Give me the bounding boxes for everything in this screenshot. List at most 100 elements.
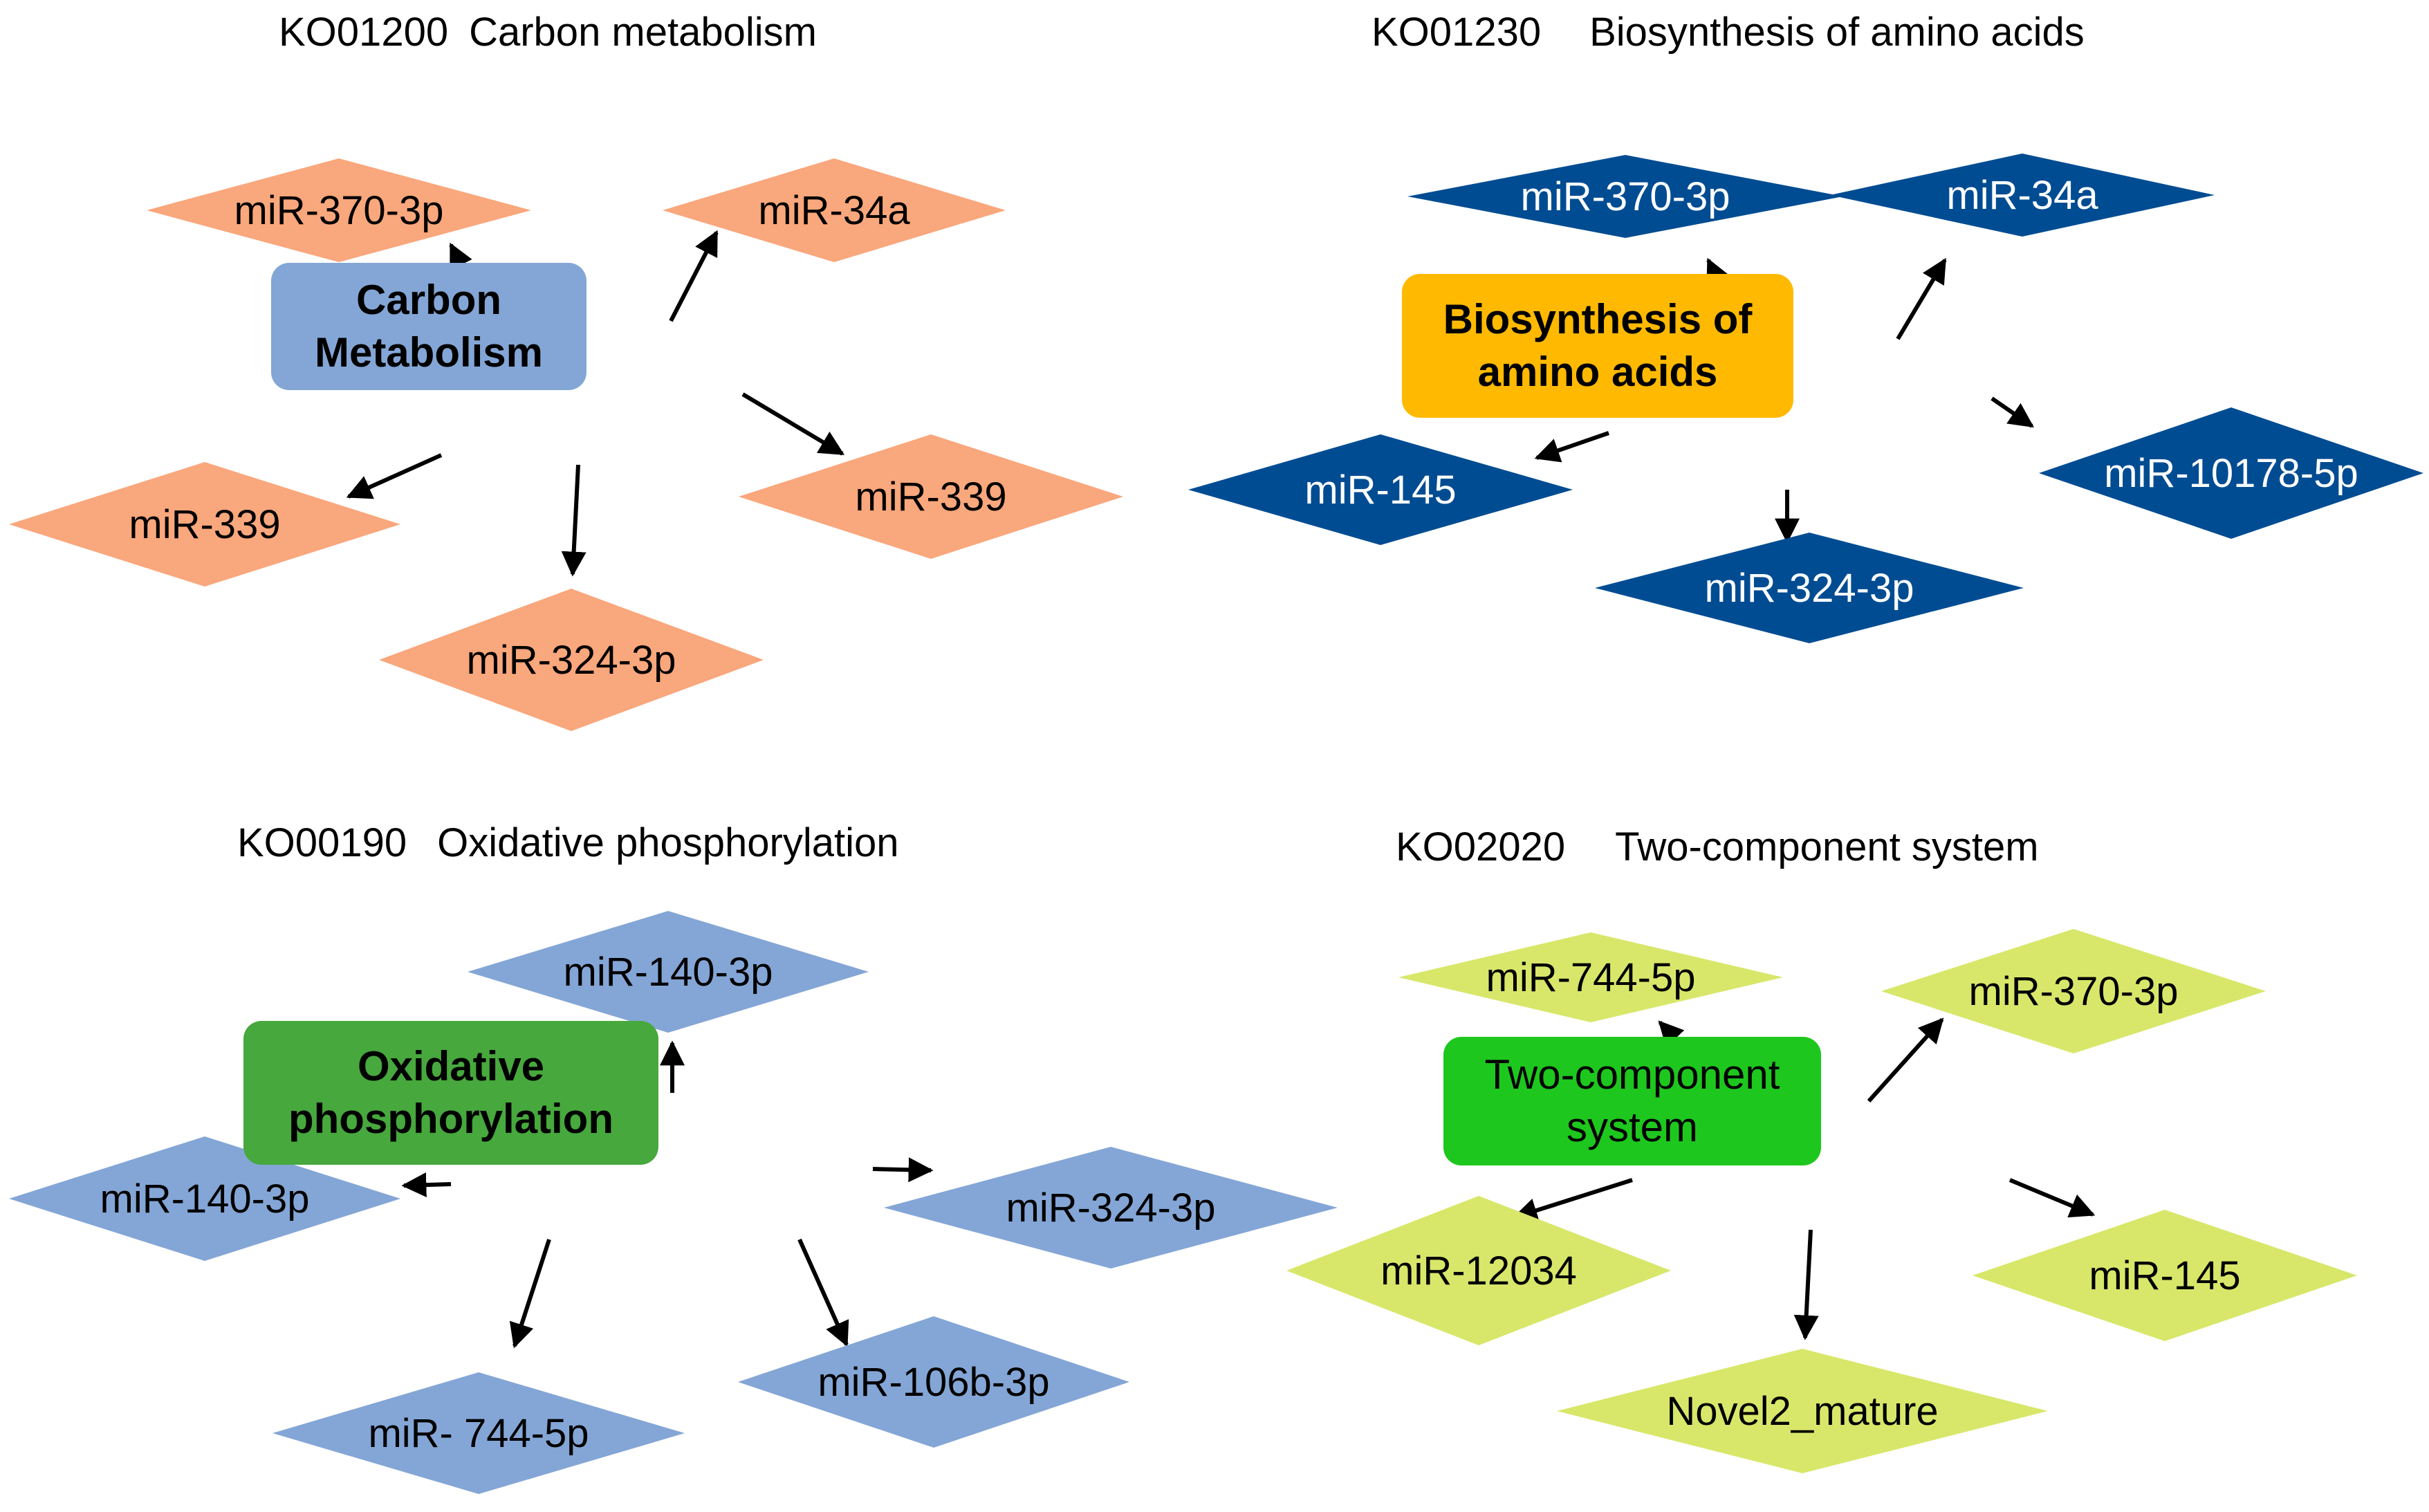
mirna-node-label: miR-324-3p: [467, 638, 676, 683]
pathway-center-box: [271, 263, 587, 390]
edge-arrow: [1793, 1229, 1819, 1340]
pathway-center-label: Carbon: [356, 277, 501, 323]
mirna-node: miR-370-3p: [147, 158, 531, 262]
panel-title: KO01200 Carbon metabolism: [279, 10, 817, 55]
edge-arrow: [1867, 1017, 1944, 1103]
edge-arrow: [797, 1238, 849, 1347]
mirna-node-label: miR-339: [855, 474, 1006, 519]
mirna-node-shape: [2039, 407, 2423, 539]
mirna-node-shape: [273, 1372, 685, 1494]
mirna-node: miR-140-3p: [9, 1136, 400, 1261]
mirna-node-shape: [1973, 1210, 2357, 1341]
pathway-center-label: amino acids: [1478, 349, 1718, 395]
mirna-node-label: miR-370-3p: [234, 188, 444, 233]
mirna-node-shape: [468, 911, 869, 1033]
mirna-node: miR-339: [9, 462, 400, 587]
mirna-node: miR-744-5p: [1398, 932, 1783, 1022]
pathway-code: KO02020: [1396, 824, 1565, 869]
mirna-node: miR-145: [1973, 1210, 2357, 1341]
mirna-node-label: miR-10178-5p: [2104, 451, 2358, 496]
mirna-node-label: miR-145: [1304, 468, 1456, 513]
edge-arrow: [2008, 1178, 2096, 1218]
mirna-node-label: Novel2_mature: [1666, 1389, 1938, 1434]
pathway-center-label: Biosynthesis of: [1443, 296, 1753, 342]
pathway-center-node: Oxidative phosphorylation: [243, 1021, 658, 1165]
mirna-node: miR-34a: [663, 158, 1006, 262]
pathway-center-label: Metabolism: [315, 329, 543, 376]
mirna-node-label: miR-106b-3p: [818, 1360, 1049, 1405]
mirna-node-label: miR- 744-5p: [368, 1411, 589, 1456]
mirna-node: miR-10178-5p: [2039, 407, 2423, 539]
pathway-center-label: phosphorylation: [288, 1096, 613, 1142]
pathway-center-label: system: [1567, 1104, 1698, 1150]
mirna-node: Novel2_mature: [1557, 1349, 2048, 1473]
mirna-node-label: miR-12034: [1380, 1248, 1577, 1293]
mirna-node-label: miR-34a: [758, 188, 910, 233]
mirna-node-shape: [1188, 434, 1573, 545]
pathway-center-node: Biosynthesis of amino acids: [1402, 274, 1793, 418]
mirna-node-label: miR-370-3p: [1969, 969, 2179, 1014]
mirna-node-label: miR-370-3p: [1521, 174, 1730, 219]
edge-arrow: [1991, 396, 2034, 428]
edge-arrow: [669, 230, 719, 322]
pathway-center-box: [1443, 1037, 1821, 1165]
mirna-node: miR- 744-5p: [273, 1372, 685, 1494]
mirna-node-shape: [379, 589, 764, 731]
pathway-center-box: [1402, 274, 1793, 418]
mirna-node-shape: [738, 1316, 1129, 1448]
mirna-node-shape: [1407, 155, 1843, 238]
mirna-node-shape: [9, 1136, 400, 1261]
mirna-node: miR-140-3p: [468, 911, 869, 1033]
mirna-node: miR-370-3p: [1881, 929, 2266, 1053]
pathway-name: Biosynthesis of amino acids: [1589, 10, 2085, 55]
pathway-name: Carbon metabolism: [469, 10, 817, 55]
edge-arrow: [741, 392, 845, 456]
mirna-node-label: miR-744-5p: [1486, 955, 1696, 1000]
mirna-node: miR-339: [739, 434, 1123, 559]
mirna-node-label: miR-145: [2089, 1253, 2240, 1298]
mirna-node: miR-145: [1188, 434, 1573, 545]
edge-arrow: [401, 1172, 452, 1198]
mirna-node: miR-106b-3p: [738, 1316, 1129, 1448]
edge-arrow: [1512, 1178, 1633, 1223]
mirna-node-label: miR-140-3p: [564, 950, 773, 995]
mirna-node: miR-370-3p: [1407, 155, 1843, 238]
edge-arrow: [1534, 431, 1609, 463]
mirna-node-shape: [147, 158, 531, 262]
mirna-node-shape: [1595, 533, 2024, 643]
pathway-center-box: [243, 1021, 658, 1165]
mirna-node: miR-324-3p: [884, 1147, 1338, 1269]
panel-carbon: KO01200 Carbon metabolism miR-370-3p miR-34…: [9, 10, 1123, 731]
panel-title: KO02020 Two-component system: [1396, 824, 2039, 869]
mirna-node-label: miR-324-3p: [1006, 1186, 1216, 1230]
mirna-node-shape: [663, 158, 1006, 262]
pathway-name: Two-component system: [1615, 824, 2038, 869]
mirna-node-label: miR-324-3p: [1705, 566, 1914, 611]
mirna-node-shape: [1830, 154, 2215, 237]
pathway-name: Oxidative phosphorylation: [437, 820, 898, 865]
pathway-center-label: Two-component: [1485, 1051, 1780, 1098]
edge-arrow: [346, 453, 443, 499]
mirna-node: miR-324-3p: [379, 589, 764, 731]
mirna-node-shape: [1881, 929, 2266, 1053]
pathway-center-node: Two-component system: [1443, 1037, 1821, 1165]
edge-arrow: [872, 1157, 934, 1183]
mirna-node-shape: [1557, 1349, 2048, 1473]
mirna-node: miR-12034: [1286, 1196, 1671, 1345]
mirna-node: miR-324-3p: [1595, 533, 2024, 643]
mirna-node-label: miR-140-3p: [100, 1177, 310, 1221]
pathway-code: KO01200: [279, 10, 448, 55]
mirna-node-label: miR-34a: [1946, 173, 2098, 218]
mirna-node-shape: [739, 434, 1123, 559]
mirna-node: miR-34a: [1830, 154, 2215, 237]
edge-arrow: [509, 1239, 551, 1349]
pathway-center-label: Oxidative: [358, 1043, 544, 1089]
